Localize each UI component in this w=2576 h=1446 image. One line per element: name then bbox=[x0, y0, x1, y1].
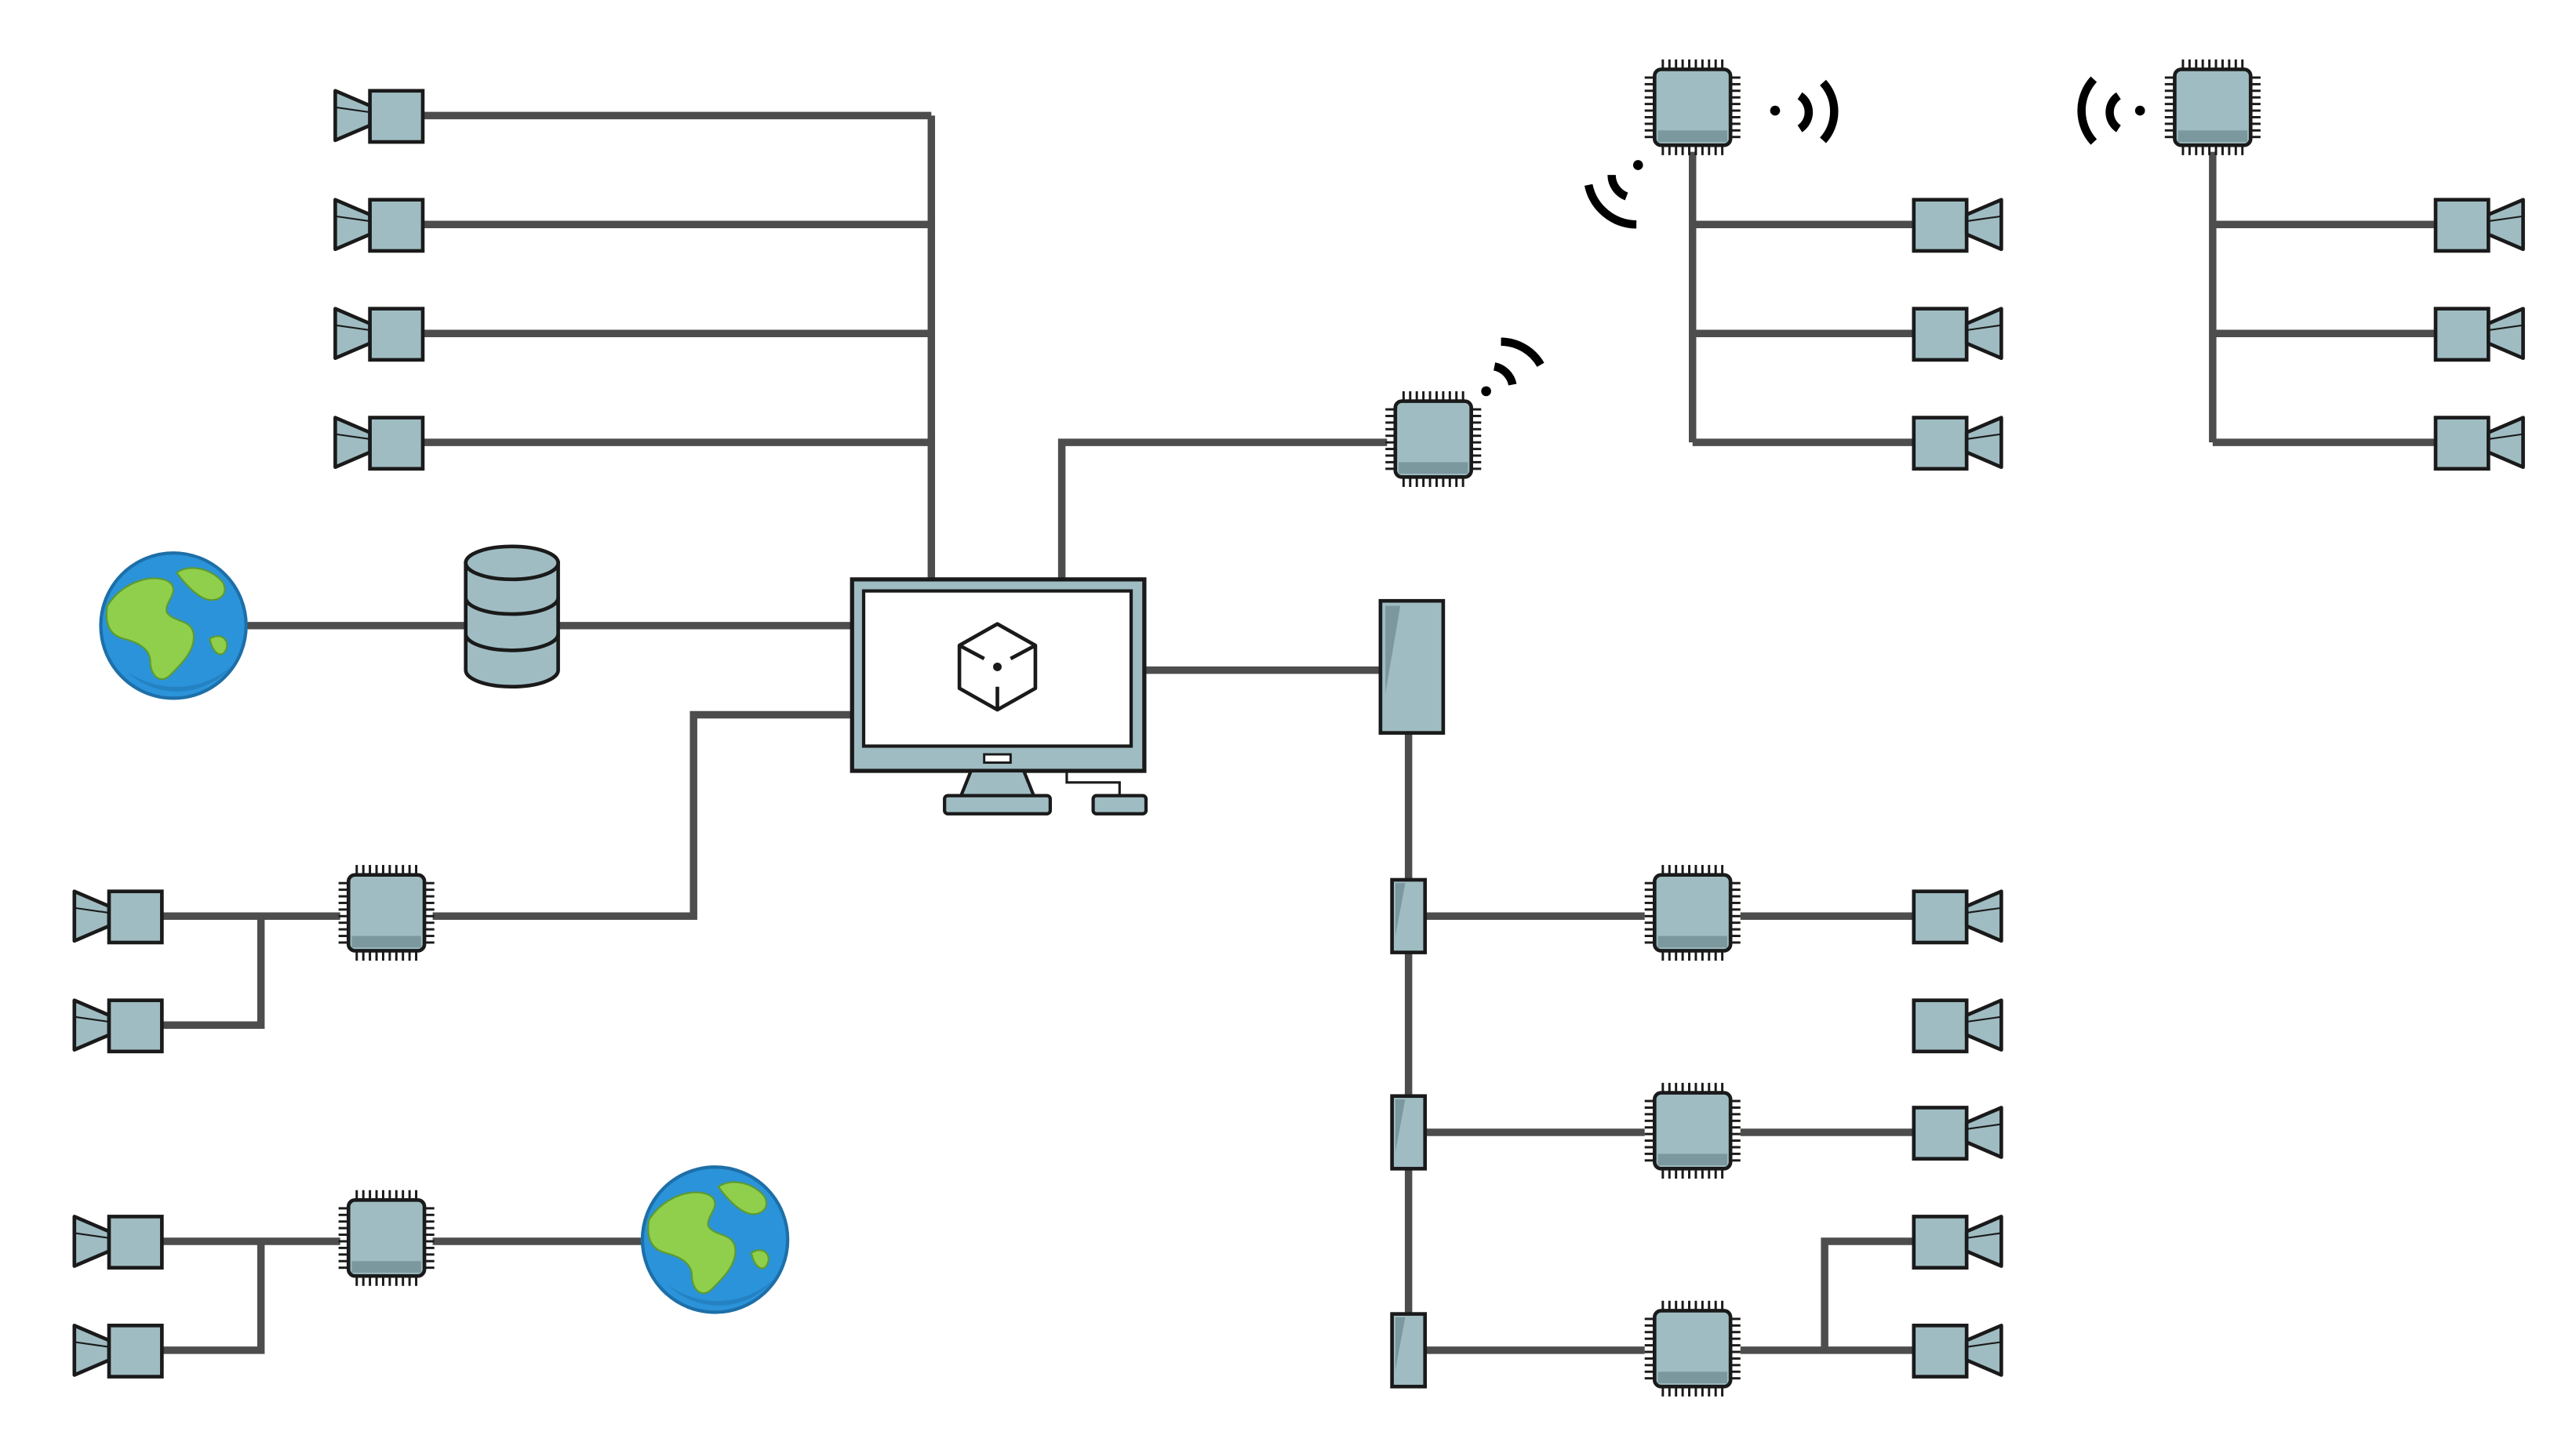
camera-icon[interactable] bbox=[335, 418, 423, 469]
workstation-monitor[interactable] bbox=[850, 577, 1148, 816]
camera-icon[interactable] bbox=[75, 1325, 162, 1376]
camera-icon[interactable] bbox=[75, 892, 162, 943]
chip-icon[interactable] bbox=[1645, 865, 1741, 961]
chip-icon[interactable] bbox=[339, 865, 435, 961]
database-icon[interactable] bbox=[464, 544, 560, 688]
wifi-icon bbox=[1481, 337, 1545, 397]
switch-icon[interactable] bbox=[1392, 1314, 1425, 1387]
camera-icon[interactable] bbox=[335, 91, 423, 142]
chip-icon[interactable] bbox=[1385, 391, 1481, 487]
chip-icon[interactable] bbox=[1645, 1301, 1741, 1397]
camera-icon[interactable] bbox=[1914, 1001, 2002, 1052]
camera-bank-top-right-1 bbox=[1914, 200, 2002, 469]
chip-icon[interactable] bbox=[1645, 60, 1741, 155]
camera-icon[interactable] bbox=[335, 200, 423, 251]
globe-icon[interactable] bbox=[100, 553, 246, 698]
camera-icon[interactable] bbox=[1914, 1216, 2002, 1267]
camera-icon[interactable] bbox=[75, 1001, 162, 1052]
chip-icon[interactable] bbox=[2165, 60, 2261, 155]
wifi-icon bbox=[2077, 76, 2145, 145]
wifi-icon bbox=[1584, 160, 1643, 229]
cube-icon bbox=[957, 622, 1038, 712]
camera-icon[interactable] bbox=[1914, 1325, 2002, 1376]
switch-icon[interactable] bbox=[1378, 598, 1446, 735]
camera-bank-top-right-2 bbox=[2436, 200, 2523, 469]
camera-bank-left-middle bbox=[75, 892, 162, 1052]
camera-icon[interactable] bbox=[75, 1216, 162, 1267]
camera-bank-left-bottom bbox=[75, 1216, 162, 1376]
camera-bank-top-left bbox=[335, 91, 423, 469]
camera-icon[interactable] bbox=[1914, 892, 2002, 943]
camera-icon[interactable] bbox=[2436, 418, 2523, 469]
camera-icon[interactable] bbox=[1914, 418, 2002, 469]
globe-icon[interactable] bbox=[642, 1167, 788, 1312]
chip-icon[interactable] bbox=[1645, 1083, 1741, 1179]
chip-icon[interactable] bbox=[339, 1190, 435, 1286]
camera-bank-bottom-right bbox=[1914, 892, 2002, 1377]
camera-icon[interactable] bbox=[1914, 309, 2002, 360]
camera-icon[interactable] bbox=[1914, 200, 2002, 251]
connection-wires bbox=[162, 111, 2438, 1354]
switch-icon[interactable] bbox=[1392, 1096, 1425, 1169]
camera-icon[interactable] bbox=[2436, 200, 2523, 251]
camera-icon[interactable] bbox=[335, 309, 423, 360]
camera-icon[interactable] bbox=[1914, 1107, 2002, 1158]
camera-icon[interactable] bbox=[2436, 309, 2523, 360]
switch-icon[interactable] bbox=[1392, 880, 1425, 953]
wifi-icon bbox=[1770, 79, 1839, 144]
